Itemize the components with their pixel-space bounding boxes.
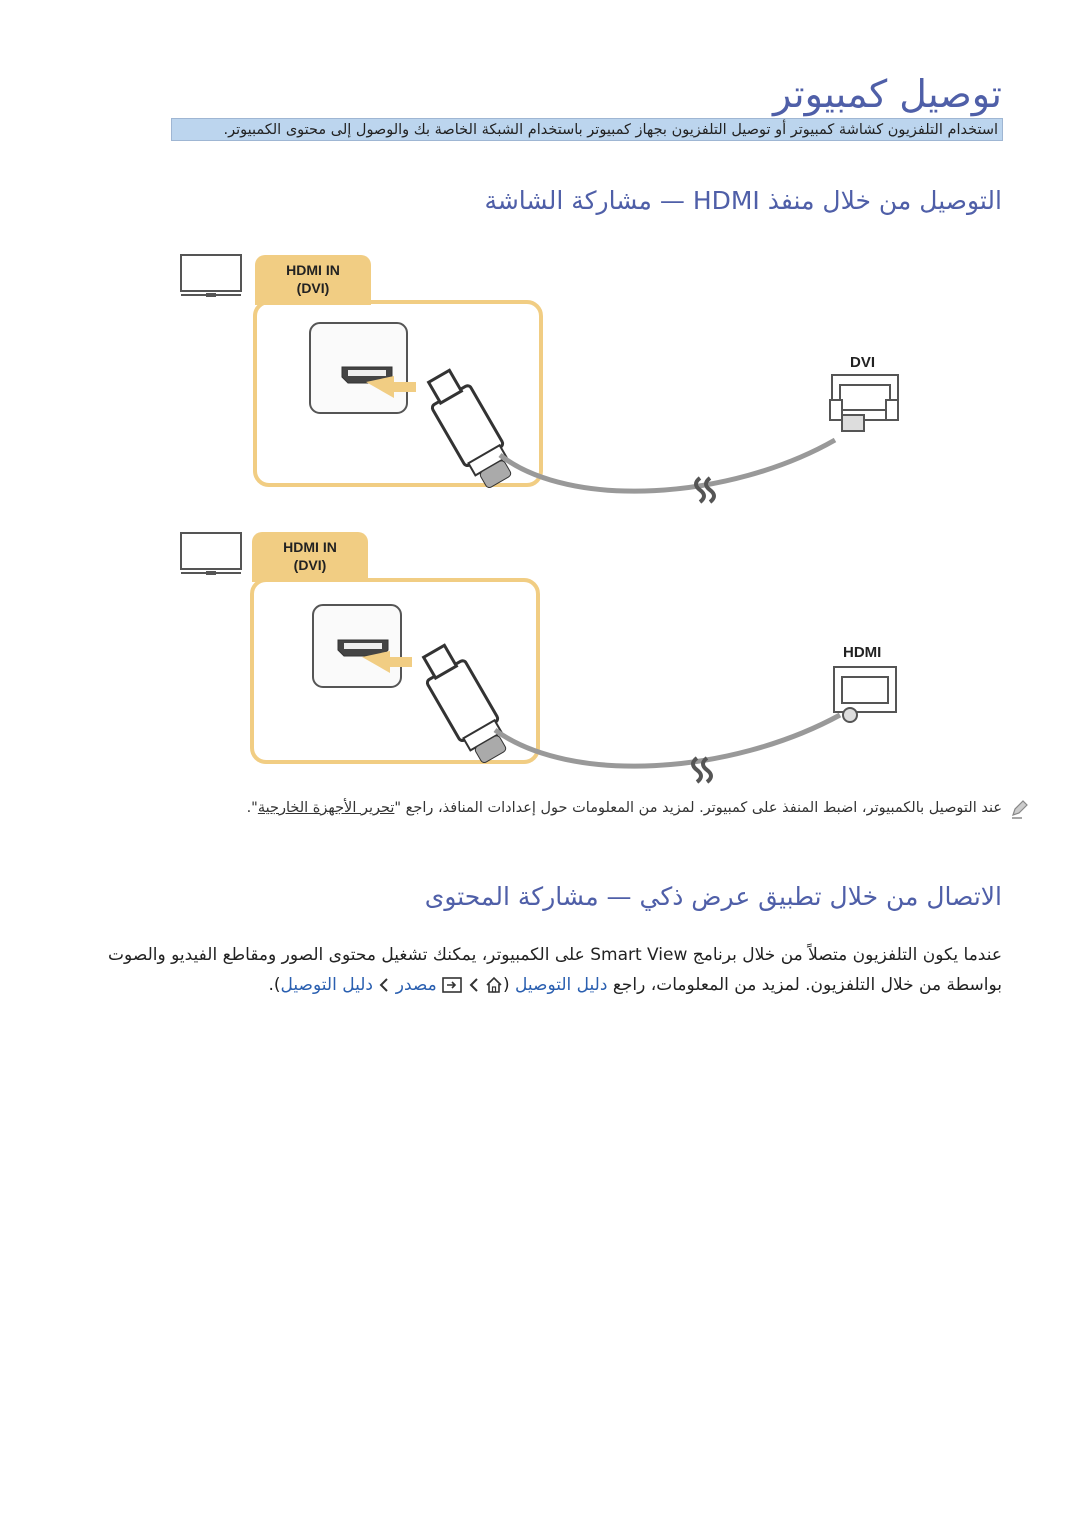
hdmi-in-port-tab: HDMI IN (DVI) [252,532,368,582]
para-line2: بواسطة من خلال التلفزيون. لمزيد من المعل… [607,975,1002,995]
source-link[interactable]: مصدر [395,975,437,995]
source-icon [442,977,462,993]
connector-label-hdmi: HDMI [843,644,882,661]
intro-text: استخدام التلفزيون كشاشة كمبيوتر أو توصيل… [171,118,1003,141]
para-line1: عندما يكون التلفزيون متصلاً من خلال برنا… [108,945,1002,965]
hdmi-connector-icon [833,666,897,723]
pencil-note-icon [1012,800,1028,819]
dvi-connector-icon [829,374,899,432]
section-heading-hdmi: التوصيل من خلال منفذ HDMI — مشاركة الشاش… [484,186,1002,215]
hdmi-plug-icon [426,368,512,488]
note-text-after: ". [246,800,258,816]
connection-note: عند التوصيل بالكمبيوتر، اضبط المنفذ على … [142,800,1028,819]
section-heading-smart-view: الاتصال من خلال تطبيق عرض ذكي — مشاركة ا… [424,882,1002,911]
home-icon [486,976,502,993]
diagram-hdmi-hdmi-connection: HDMI IN (DVI) HDMI [170,525,930,787]
guide-link[interactable]: دليل التوصيل [515,975,608,995]
diagram-illustration [180,254,899,504]
page-title: توصيل كمبيوتر [773,72,1002,116]
external-devices-link[interactable]: تحرير الأجهزة الخارجية [257,800,395,816]
chevron-left-icon [469,978,478,992]
tv-icon [180,254,242,297]
hdmi-port-icon [309,322,408,414]
connector-label-dvi: DVI [850,354,876,371]
port-label-line2: (DVI) [293,557,327,573]
hdmi-port-icon [312,604,402,688]
guide-link-2[interactable]: دليل التوصيل [280,975,373,995]
smart-view-paragraph: عندما يكون التلفزيون متصلاً من خلال برنا… [108,945,1002,995]
tv-icon [180,532,242,575]
chevron-left-icon [379,978,389,992]
diagram-hdmi-dvi-connection: HDMI IN (DVI) DVI [170,250,930,512]
port-label-line1: HDMI IN [283,539,337,555]
note-text-before: عند التوصيل بالكمبيوتر، اضبط المنفذ على … [394,800,1002,816]
hdmi-in-port-tab: HDMI IN (DVI) [255,255,371,305]
diagram-illustration [180,532,897,784]
port-label-line2: (DVI) [296,280,330,296]
hdmi-plug-icon [421,643,507,763]
port-label-line1: HDMI IN [286,262,340,278]
